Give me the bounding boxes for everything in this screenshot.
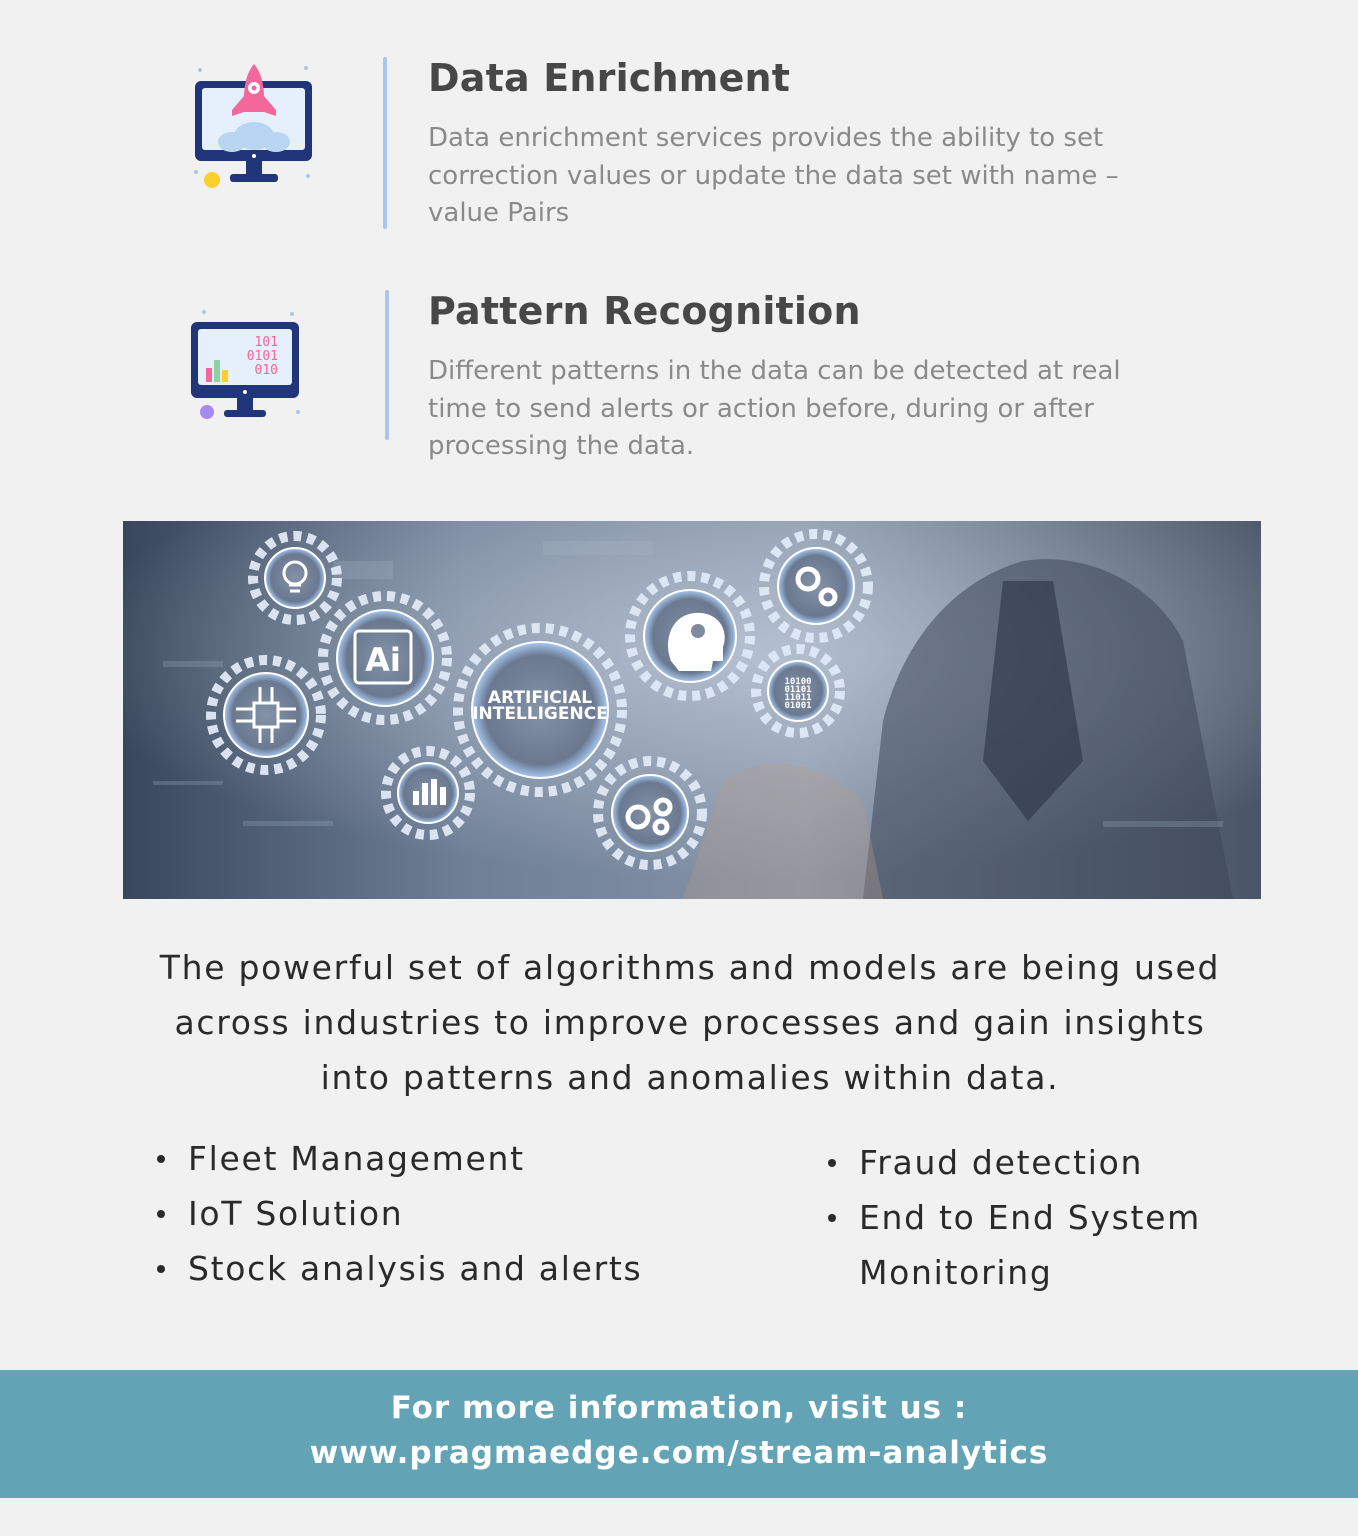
list-item: Fleet Management xyxy=(156,1131,642,1186)
intro-line: The powerful set of algorithms and model… xyxy=(159,948,1221,987)
list-item: Stock analysis and alerts xyxy=(156,1241,642,1296)
hero-binary-line: 01101 xyxy=(784,685,811,695)
hero-binary-line: 10100 xyxy=(784,677,811,687)
feature-description-line: time to send alerts or action before, du… xyxy=(428,393,1094,424)
footer-line: For more information, visit us : xyxy=(390,1390,968,1426)
feature-divider xyxy=(383,57,387,229)
gears-icon xyxy=(625,797,673,836)
hero-center-label: ARTIFICIAL xyxy=(488,688,592,708)
binary-icon-line: 0101 xyxy=(247,349,278,364)
feature-title: Pattern Recognition xyxy=(428,289,861,333)
list-item-line: End to End System xyxy=(859,1198,1201,1237)
gears-icon xyxy=(795,566,838,607)
feature-description-line: correction values or update the data set… xyxy=(428,160,1119,191)
use-cases-right-list: Fraud detection End to End System Monito… xyxy=(824,1135,1201,1300)
hero-center-label: INTELLIGENCE xyxy=(472,704,608,724)
list-item: IoT Solution xyxy=(156,1186,642,1241)
ai-chip-label: Ai xyxy=(365,641,401,679)
list-item: End to End System Monitoring xyxy=(828,1190,1201,1300)
head-gears-icon xyxy=(668,612,725,671)
feature-description: Data enrichment services provides the ab… xyxy=(428,120,1228,233)
binary-icon-line: 101 xyxy=(255,335,278,350)
feature-description-line: Data enrichment services provides the ab… xyxy=(428,123,1104,153)
footer-url-link[interactable]: www.pragmaedge.com/stream-analytics xyxy=(309,1435,1049,1471)
footer-banner: For more information, visit us : www.pra… xyxy=(0,1370,1358,1498)
feature-title: Data Enrichment xyxy=(428,56,791,100)
ai-gears-hero-image: Ai ARTIFICIAL INTELLIGENCE 10100 01101 1… xyxy=(123,521,1261,899)
feature-description: Different patterns in the data can be de… xyxy=(428,353,1228,466)
binary-icon-line: 010 xyxy=(255,363,278,378)
feature-description-line: value Pairs xyxy=(428,198,570,228)
circuit-chip-icon xyxy=(236,687,296,743)
ai-chip-icon xyxy=(353,629,413,685)
list-item-line: Monitoring xyxy=(859,1253,1053,1292)
feature-divider xyxy=(385,290,389,440)
rocket-monitor-icon xyxy=(194,64,312,188)
hero-binary-line: 01001 xyxy=(784,701,811,711)
feature-description-line: Different patterns in the data can be de… xyxy=(428,356,1121,386)
intro-line: into patterns and anomalies within data. xyxy=(320,1058,1060,1097)
feature-data-enrichment: Data Enrichment Data enrichment services… xyxy=(0,0,1358,240)
feature-description-line: processing the data. xyxy=(428,431,695,461)
feature-pattern-recognition: 101 0101 010 Pattern Recognition Differe… xyxy=(0,0,1358,480)
list-item: Fraud detection xyxy=(828,1135,1201,1190)
hero-binary-line: 11011 xyxy=(784,693,811,703)
binary-chart-monitor-icon: 101 0101 010 xyxy=(191,310,300,419)
lightbulb-icon xyxy=(282,560,308,593)
use-cases-left-list: Fleet Management IoT Solution Stock anal… xyxy=(153,1131,642,1296)
bar-chart-icon xyxy=(413,779,446,805)
intro-line: across industries to improve processes a… xyxy=(174,1003,1206,1042)
intro-paragraph: The powerful set of algorithms and model… xyxy=(100,940,1280,1105)
